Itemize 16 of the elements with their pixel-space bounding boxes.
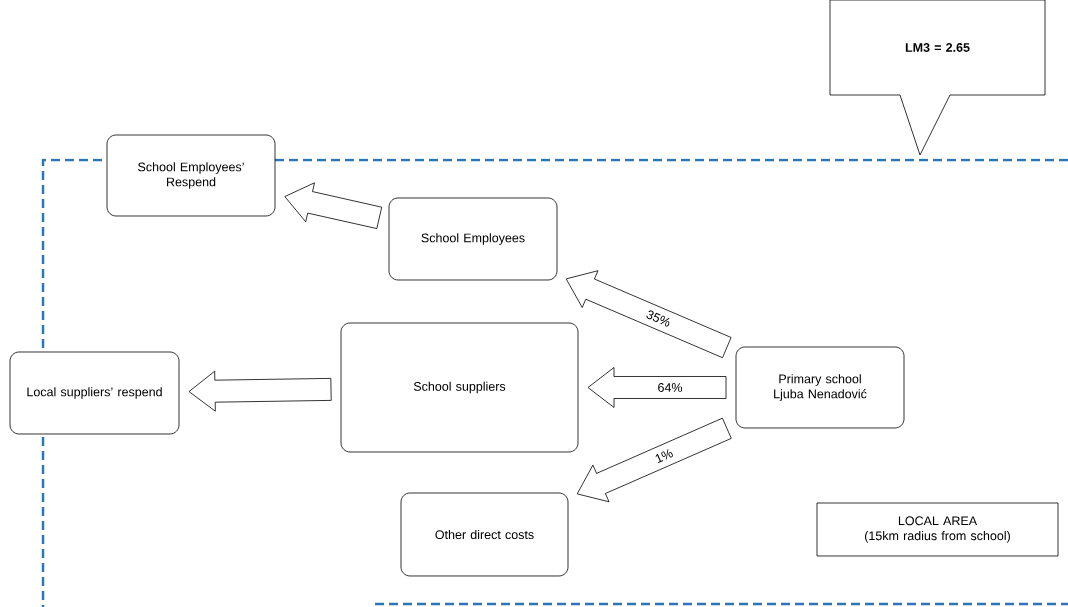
callout-bubble: LM3 = 2.65 [829, 0, 1046, 156]
edge-label: 1% [652, 446, 676, 465]
process-box: School Employees [388, 197, 558, 281]
process-box: Local suppliers’ respend [9, 351, 180, 435]
block-arrow [188, 370, 332, 412]
block-arrow [576, 417, 732, 503]
process-box: Primary school Ljuba Nenadović [735, 346, 905, 429]
process-box: School suppliers [340, 322, 579, 453]
edge-label: 64% [656, 382, 684, 393]
block-arrow [565, 270, 732, 359]
edge-label: 35% [643, 308, 674, 329]
note-box: LOCAL AREA (15km radius from school) [816, 502, 1059, 557]
block-arrow [284, 182, 383, 229]
block-arrow [587, 367, 727, 408]
process-box: School Employees’ Respend [106, 134, 276, 217]
process-box: Other direct costs [400, 492, 569, 577]
